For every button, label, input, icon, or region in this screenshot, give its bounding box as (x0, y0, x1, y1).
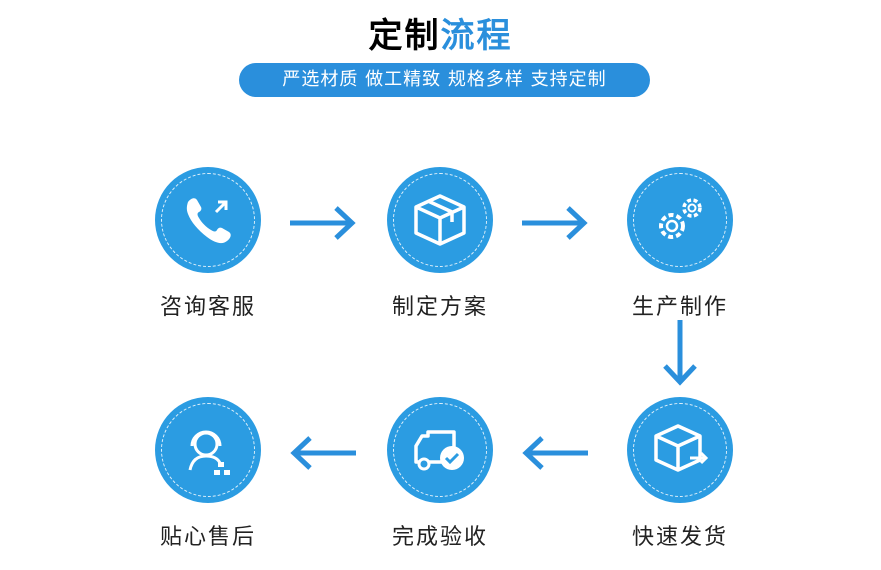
step-acceptance: 完成验收 (360, 397, 520, 551)
step-label: 快速发货 (631, 525, 728, 550)
step-consult: 咨询客服 (128, 167, 288, 321)
customer-service-icon (188, 430, 230, 475)
step-label: 生产制作 (631, 295, 728, 320)
step-label: 贴心售后 (159, 525, 256, 550)
step-label: 咨询客服 (159, 295, 256, 320)
subtitle-banner: 严选材质 做工精致 规格多样 支持定制 (239, 63, 650, 97)
step-shipping: 快速发货 (600, 397, 760, 551)
gears-icon (659, 198, 702, 239)
arrow-right-icon (290, 206, 356, 240)
step-production: 生产制作 (600, 167, 760, 321)
arrow-down-icon (663, 320, 697, 386)
truck-check-icon (414, 430, 464, 471)
arrow-left-icon (290, 436, 356, 470)
arrow-left-icon (522, 436, 588, 470)
step-plan: 制定方案 (360, 167, 520, 321)
box-icon (414, 194, 466, 246)
arrow-right-icon (522, 206, 588, 240)
page-title: 定制流程 (0, 8, 881, 57)
shipping-box-icon (654, 424, 709, 472)
step-after-sales: 贴心售后 (128, 397, 288, 551)
step-label: 制定方案 (391, 295, 488, 320)
title-blue: 流程 (440, 16, 513, 56)
phone-icon (186, 198, 231, 244)
title-black: 定制 (368, 16, 441, 56)
step-label: 完成验收 (391, 525, 488, 550)
